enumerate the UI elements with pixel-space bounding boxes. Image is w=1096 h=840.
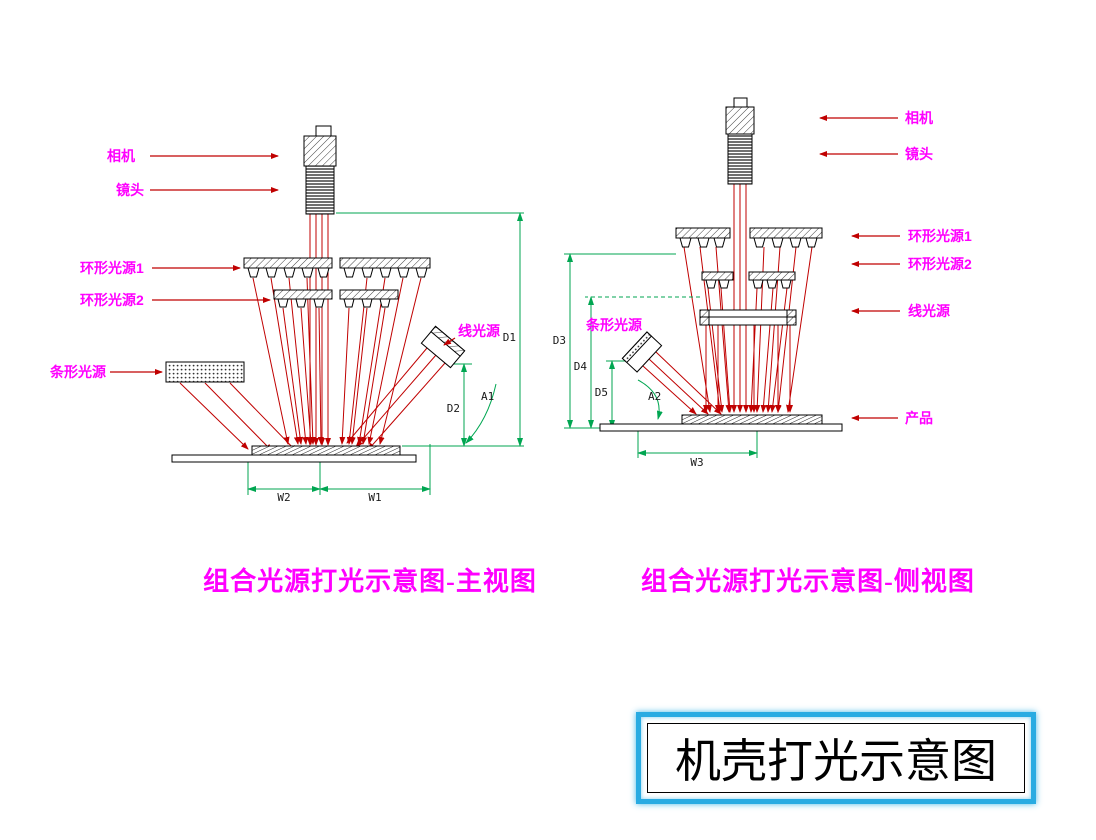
side-view-diagram: 相机 镜头 环形光源1 环形光源2 线光源 产品 条形光源 D3 D4 D5 A… [553,97,972,469]
front-dim-d1: D1 [503,331,516,344]
side-line-label: 线光源 [908,303,950,319]
front-product [251,445,401,456]
side-dim-w3: W3 [690,456,703,469]
side-camera-label: 相机 [905,110,933,126]
side-dim-a2: A2 [648,390,661,403]
side-product-label: 产品 [905,410,933,426]
side-light-rays [642,184,813,415]
front-dimension-lines [247,212,524,495]
side-ring-light-2 [701,271,796,289]
front-ring1-label: 环形光源1 [80,260,144,276]
side-bar-label: 条形光源 [585,317,642,333]
front-camera-label: 相机 [107,148,135,164]
side-product [681,414,823,425]
front-dim-d2: D2 [447,402,460,415]
front-line-label: 线光源 [458,323,500,339]
front-ring2-label: 环形光源2 [80,292,144,308]
front-lens-label: 镜头 [116,182,144,198]
side-ring1-label: 环形光源1 [908,228,972,244]
side-camera [725,97,755,135]
side-label-arrows [819,115,900,421]
side-dimension-lines [564,253,758,458]
footer-title-box: 机壳打光示意图 [636,712,1036,804]
front-label-arrows [110,153,456,375]
side-dim-d3: D3 [553,334,566,347]
side-view-caption: 组合光源打光示意图-侧视图 [641,567,975,596]
front-view-caption: 组合光源打光示意图-主视图 [203,567,537,596]
front-bar-label: 条形光源 [49,364,106,380]
side-lens-label: 镜头 [905,146,933,162]
front-light-rays [179,214,446,453]
front-bar-light [165,361,245,383]
side-bar-light [621,331,663,373]
front-dim-w1: W1 [368,491,381,504]
front-dim-w2: W2 [277,491,290,504]
front-lens [305,165,335,215]
side-ring2-label: 环形光源2 [908,256,972,272]
side-dim-d5: D5 [595,386,608,399]
side-lens [727,133,753,185]
front-camera [303,125,337,167]
front-ring-light-2 [273,289,399,308]
front-dim-a1: A1 [481,390,494,403]
front-ring-light-1 [243,257,431,278]
side-dim-d4: D4 [574,360,588,373]
side-base-plate [599,423,843,432]
footer-title: 机壳打光示意图 [647,723,1025,793]
side-line-light [699,309,797,326]
front-base-plate [171,454,417,463]
front-view-diagram: 相机 镜头 环形光源1 环形光源2 条形光源 线光源 D1 D2 A1 W2 W… [49,125,524,504]
side-ring-light-1 [675,227,823,248]
